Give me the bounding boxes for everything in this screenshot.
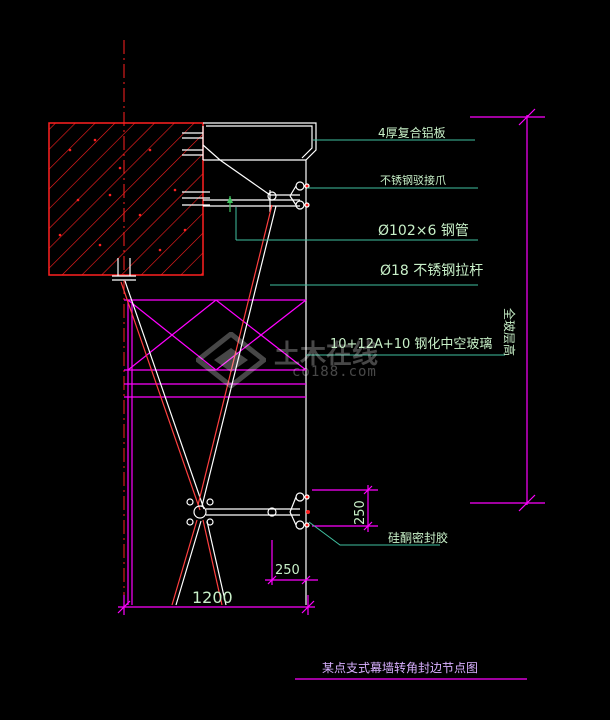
- lower-node: [186, 492, 310, 530]
- label-height: 全玻层高: [502, 308, 516, 357]
- watermark-name: 土木在线: [274, 340, 379, 370]
- label-claw: 不锈钢驳接爪: [380, 174, 446, 187]
- watermark-url: co188.com: [292, 364, 377, 380]
- watermark: 土木在线 co188.com: [193, 330, 446, 392]
- leader-lines: [235, 139, 505, 546]
- dim-offset-v-text: 250: [353, 500, 368, 525]
- dim-width-text: 1200: [192, 588, 233, 607]
- watermark-logo-icon: [193, 330, 269, 390]
- concrete-block: [48, 122, 204, 276]
- drawing-title: 某点支式幕墙转角封边节点图: [322, 661, 479, 675]
- steel-tube: [202, 144, 300, 212]
- height-dimension: [470, 108, 545, 512]
- offset-dimension-h: [265, 540, 318, 585]
- anchor-bolts: [182, 132, 210, 206]
- tension-rods: [120, 204, 277, 606]
- dim-offset-h-text: 250: [275, 563, 300, 578]
- label-panel: 4厚复合铝板: [378, 126, 446, 140]
- width-dimension: [117, 595, 315, 615]
- label-rod: Ø18 不锈钢拉杆: [380, 263, 484, 279]
- label-tube: Ø102×6 钢管: [378, 223, 469, 239]
- base-plate: [112, 258, 136, 281]
- offset-dimension-v: [312, 485, 378, 532]
- claw-fitting-top: [289, 181, 310, 210]
- label-sealant: 硅酮密封胶: [388, 531, 449, 545]
- glass-frame: [124, 299, 307, 605]
- label-glass: 10+12A+10 钢化中空玻璃: [330, 337, 493, 352]
